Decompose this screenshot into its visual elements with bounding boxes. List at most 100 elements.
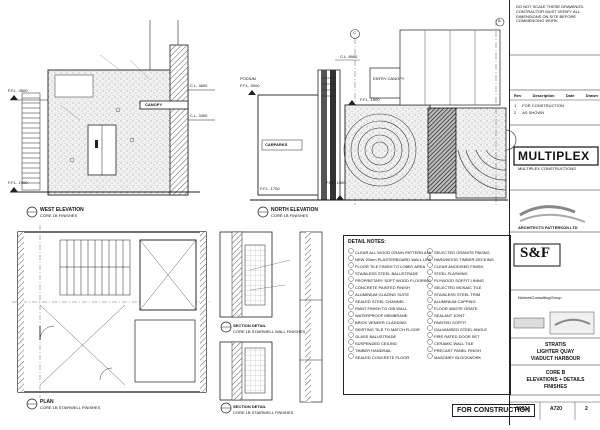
- detail-notes-heading: DETAIL NOTES:: [348, 239, 386, 245]
- level-label: F.F.L. 1700: [260, 186, 280, 191]
- detail-note-item: PLYWOOD SOFFIT LINING: [434, 278, 484, 283]
- view-subtitle: CORE 1B FINISHES: [40, 213, 78, 218]
- detail-note-item: BRICK VENEER CLADDING: [355, 320, 407, 325]
- revision-table-header: Rev Description Date Drawn: [514, 93, 598, 98]
- detail-note-item: TIMBER HANDRAIL: [355, 348, 392, 353]
- revision-cell: FOR CONSTRUCTION: [522, 103, 565, 108]
- revision-cell: 2: [514, 110, 517, 115]
- detail-note-item: CLEAR ALL WOOD GRAIN PATTERN ANODISED AL…: [355, 250, 431, 255]
- project-line: STRATIS: [544, 342, 567, 348]
- detail-note-item: ALUMINIUM GLAZING SUITE: [355, 292, 410, 297]
- view-title: SECTION DETAIL: [233, 323, 267, 328]
- detail-note-item: GLASS BALUSTRADE: [355, 334, 397, 339]
- detail-note-item: SEALED CONCRETE FLOOR: [355, 355, 410, 360]
- detail-note-item: CONCRETE PAINTED FINISH: [355, 285, 410, 290]
- drawing-title-line: FINISHES: [543, 384, 568, 390]
- view-title: SECTION DETAIL: [233, 404, 267, 409]
- revision-row: 2 AS SHOWN: [514, 110, 598, 117]
- detail-note-item: MASONRY BLOCKWORK: [434, 355, 482, 360]
- detail-note-item: HARDWOOD TIMBER DECKING: [434, 257, 494, 262]
- detail-note-item: STAINLESS STEEL TRIM: [434, 292, 481, 297]
- level-label: C.L. 6900: [340, 54, 358, 59]
- detail-note-item: PAINT FINISH TO GIB WALL: [355, 306, 408, 311]
- view-subtitle: CORE 1B STAIRWELL FINISHES: [40, 405, 101, 410]
- view-subtitle: CORE 1B STAIRWELL WALL FINISHES: [233, 329, 306, 334]
- title-block: DO NOT SCALE THESE DRAWINGS. CONTRACTOR …: [509, 0, 600, 425]
- detail-notes-panel: DETAIL NOTES: CLEAR ALL WOOD GRAIN PATTE…: [343, 235, 511, 395]
- stair-treads: [21, 92, 41, 191]
- detail-note-item: FLOOR WASTE GRATE: [434, 306, 478, 311]
- grid-bubble-label: C: [353, 30, 356, 35]
- level-label: C.L. 4600: [190, 83, 208, 88]
- revision-number: 2: [585, 406, 588, 412]
- view-title: PLAN: [40, 399, 54, 405]
- detail-note-item: FIRE RATED DOOR SET: [434, 334, 480, 339]
- detail-note-item: PROPRIETARY SOFT WOOD FLOORING: [355, 278, 431, 283]
- detail-note-item: PRECAST PANEL FINISH: [434, 348, 481, 353]
- detail-note-item: SEALANT JOINT: [434, 313, 465, 318]
- level-label: F.F.L. 5000: [240, 83, 260, 88]
- detail-note-item: SELECTED GRANITE PAVING: [434, 250, 490, 255]
- entry-canopy-label: ENTRY CANOPY: [373, 76, 405, 81]
- view-title: NORTH ELEVATION: [271, 207, 319, 213]
- detail-note-item: GALVANISED STEEL ANGLE: [434, 327, 488, 332]
- revision-header-cell: Drawn: [585, 93, 598, 98]
- level-label: F.F.L. 1500: [360, 97, 380, 102]
- view-subtitle: CORE 1B STAIRWELL FINISHES: [233, 410, 294, 415]
- detail-note-item: ALUMINIUM CAPPING: [434, 299, 476, 304]
- detail-note-item: STEEL FLASHING: [434, 271, 468, 276]
- detail-note-item: SEALED STEEL CHANNEL: [355, 299, 405, 304]
- carparks-label: CARPARKS: [265, 142, 288, 147]
- drawing-number: A720: [550, 406, 562, 412]
- revision-header-cell: Rev: [514, 93, 522, 98]
- level-label: F.F.L. 1300: [326, 180, 346, 185]
- level-label: C.L. 3300: [190, 113, 208, 118]
- detail-note-item: SKIRTING TILE TO MATCH FLOOR: [355, 327, 420, 332]
- north-elevation-view: [248, 17, 517, 218]
- detail-note-item: CLEAR ANODISED FINISH: [434, 264, 484, 269]
- consultant-name: NulmesConsultingGroup: [518, 295, 562, 300]
- builder-logo: MULTIPLEX: [518, 149, 590, 163]
- view-title: WEST ELEVATION: [40, 207, 84, 213]
- level-label: F.F.L. 4500: [8, 88, 28, 93]
- drawing-title-line: ELEVATIONS + DETAILS: [526, 377, 585, 383]
- level-label: F.F.L. 1900: [8, 180, 28, 185]
- podium-label: PODIUM: [240, 76, 256, 81]
- construction-stamp: FOR CONSTRUCTION: [452, 404, 536, 417]
- project-line: VIADUCT HARBOUR: [530, 356, 581, 362]
- builder-subtitle: MULTIPLEX CONSTRUCTIONS: [518, 166, 576, 171]
- grid-bubble-label: B: [498, 18, 501, 23]
- revision-header-cell: Description: [532, 93, 555, 98]
- revision-cell: AS SHOWN: [522, 110, 545, 115]
- detail-notes-column-left: CLEAR ALL WOOD GRAIN PATTERN ANODISED AL…: [355, 249, 431, 361]
- detail-note-item: STAINLESS STEEL BALUSTRADE: [355, 271, 419, 276]
- general-notes: DO NOT SCALE THESE DRAWINGS. CONTRACTOR …: [516, 4, 585, 24]
- job-number: 10214: [516, 406, 530, 412]
- detail-note-item: CERAMIC WALL TILE: [434, 341, 474, 346]
- plan-view: [12, 225, 212, 410]
- detail-note-item: SUSPENDED CEILING: [355, 341, 398, 346]
- project-line: LIGHTER QUAY: [536, 349, 575, 355]
- west-elevation-view: [10, 20, 215, 218]
- architect-logo: S&F: [520, 245, 550, 261]
- revision-header-cell: Date: [565, 93, 575, 98]
- detail-notes-markers: [348, 248, 433, 359]
- detail-note-item: WATERPROOF MEMBRANE: [355, 313, 408, 318]
- revision-row: 1 FOR CONSTRUCTION: [514, 103, 598, 110]
- title-block-graphics: [510, 54, 600, 420]
- revision-cell: 1: [514, 103, 517, 108]
- detail-notes-column-right: SELECTED GRANITE PAVING HARDWOOD TIMBER D…: [434, 249, 510, 361]
- drawing-title-line: CORE B: [545, 370, 566, 376]
- canopy-label: CANOPY: [145, 102, 163, 107]
- architect-name: ARCHITECTS PATTERSON LTD: [518, 225, 578, 230]
- section-detail-views: [219, 231, 323, 414]
- detail-note-item: NEW 20mm PLASTERBOARD WALL LINING: [355, 257, 431, 262]
- detail-note-item: PAINTED SOFFIT: [434, 320, 467, 325]
- revision-table: 1 FOR CONSTRUCTION 2 AS SHOWN: [514, 103, 598, 117]
- detail-note-item: SELECTED MOSAIC TILE: [434, 285, 482, 290]
- view-subtitle: CORE 1B FINISHES: [271, 213, 309, 218]
